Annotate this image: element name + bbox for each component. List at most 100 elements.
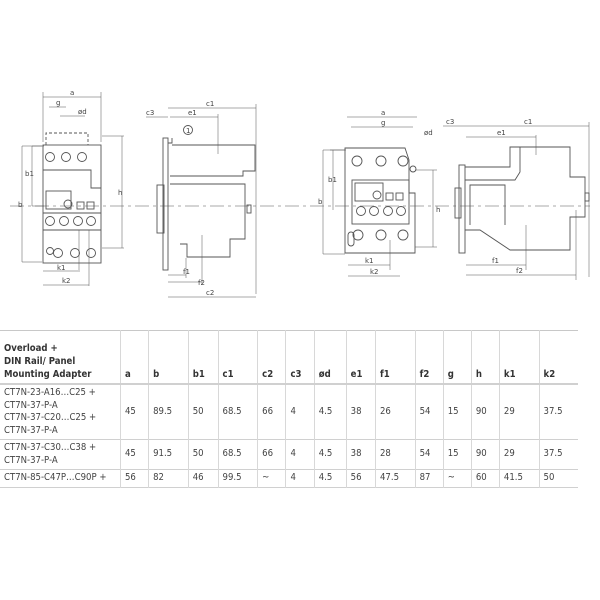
dimension-cell: 4.5 — [313, 384, 347, 440]
column-header-h: h — [470, 330, 500, 384]
dim-label-k1: k1 — [57, 264, 66, 272]
right-side-labels: c3 c1 e1 f1 f2 — [446, 118, 532, 275]
dimension-cell: 56 — [119, 469, 149, 487]
column-header-k2: k2 — [538, 330, 578, 384]
dim-label-d: ød — [78, 108, 87, 116]
dimension-cell: 45 — [119, 384, 149, 440]
dimension-cell: 4 — [285, 439, 315, 470]
dimension-cell: 54 — [414, 439, 444, 470]
product-cell: CT7N-37-C30…C38 + CT7N-37-P-A — [4, 442, 97, 466]
left-front-labels: a g ød b b1 h k1 k2 — [18, 89, 122, 285]
dimension-cell: 15 — [442, 384, 472, 440]
dimension-cell: 4 — [285, 469, 315, 487]
dimension-cell: 26 — [375, 384, 416, 440]
dim-label-c3: c3 — [146, 109, 154, 117]
dimension-cell: 38 — [345, 384, 376, 440]
dimension-cell: 46 — [187, 469, 219, 487]
dimension-cell: 50 — [187, 439, 219, 470]
dimension-cell: 90 — [470, 439, 500, 470]
dim-label-b1: b1 — [328, 176, 337, 184]
column-header-c3: c3 — [285, 330, 315, 384]
dim-label-b1: b1 — [25, 170, 34, 178]
dimension-cell: 37.5 — [538, 439, 578, 470]
dimension-cell: 89.5 — [148, 384, 189, 440]
right-front-labels: a g ød b b1 h k1 k2 — [318, 109, 440, 276]
dim-label-g: g — [56, 99, 60, 107]
column-header-g: g — [442, 330, 472, 384]
table-header-row: Overload + DIN Rail/ Panel Mounting Adap… — [0, 330, 578, 384]
right-side-view — [443, 122, 590, 280]
dimension-cell: 66 — [257, 384, 286, 440]
dim-label-a: a — [70, 89, 74, 97]
dimension-cell: 68.5 — [217, 439, 258, 470]
dimension-cell: 50 — [538, 469, 578, 487]
dim-label-c1: c1 — [524, 118, 532, 126]
product-cell: CT7N-85-C47P…C90P + — [4, 472, 107, 483]
dim-label-h: h — [118, 189, 122, 197]
dimension-cell: 4 — [285, 384, 315, 440]
dimension-cell: 60 — [470, 469, 500, 487]
dim-label-e1: e1 — [497, 129, 506, 137]
dim-label-k2: k2 — [370, 268, 379, 276]
dimension-cell: 47.5 — [375, 469, 416, 487]
dimension-cell: 50 — [187, 384, 219, 440]
dimension-cell: 87 — [414, 469, 444, 487]
column-header-e1: e1 — [345, 330, 376, 384]
column-header-f2: f2 — [414, 330, 444, 384]
column-header-product: Overload + DIN Rail/ Panel Mounting Adap… — [4, 343, 92, 380]
dimension-cell: 56 — [345, 469, 376, 487]
right-front-view — [322, 116, 437, 277]
dimension-cell: 15 — [442, 439, 472, 470]
dimension-cell: 37.5 — [538, 384, 578, 440]
dimension-cell: 41.5 — [498, 469, 540, 487]
product-cell: CT7N-23-A16…C25 + CT7N-37-P-A CT7N-37-C2… — [4, 387, 97, 436]
column-header-c1: c1 — [217, 330, 258, 384]
dimension-cell: 28 — [375, 439, 416, 470]
dim-label-g: g — [381, 119, 385, 127]
dimension-cell: ~ — [442, 469, 472, 487]
dimension-cell: 91.5 — [148, 439, 189, 470]
left-side-labels: c1 c3 e1 1 f1 f2 c2 — [146, 100, 214, 297]
dim-label-c2: c2 — [206, 289, 214, 297]
column-header-a: a — [119, 330, 149, 384]
dimension-cell: 82 — [148, 469, 189, 487]
dimensions-table: Overload + DIN Rail/ Panel Mounting Adap… — [0, 330, 578, 488]
dimension-cell: 99.5 — [217, 469, 258, 487]
dim-label-d: ød — [424, 129, 433, 137]
dim-label-c1: c1 — [206, 100, 214, 108]
left-side-view — [146, 104, 257, 298]
dimension-cell: 38 — [345, 439, 376, 470]
dim-label-b: b — [18, 201, 23, 209]
dimension-cell: 4.5 — [313, 439, 347, 470]
dimension-cell: ~ — [257, 469, 286, 487]
column-header-c2: c2 — [257, 330, 286, 384]
callout-1: 1 — [186, 127, 190, 135]
dimension-cell: 29 — [498, 384, 540, 440]
column-header-b1: b1 — [187, 330, 219, 384]
dim-label-k1: k1 — [365, 257, 374, 265]
dim-label-f1: f1 — [492, 257, 499, 265]
dimension-cell: 68.5 — [217, 384, 258, 440]
table-row: CT7N-23-A16…C25 + CT7N-37-P-A CT7N-37-C2… — [0, 384, 578, 440]
dim-label-f2: f2 — [516, 267, 523, 275]
dimension-cell: 54 — [414, 384, 444, 440]
dimension-cell: 45 — [119, 439, 149, 470]
dimension-cell: 29 — [498, 439, 540, 470]
left-front-view — [21, 92, 124, 286]
dim-label-f1: f1 — [183, 268, 190, 276]
column-header-b: b — [148, 330, 189, 384]
dimension-cell: 4.5 — [313, 469, 347, 487]
column-header-d: ød — [313, 330, 347, 384]
dim-label-c3: c3 — [446, 118, 454, 126]
dimension-cell: 90 — [470, 384, 500, 440]
dimension-cell: 66 — [257, 439, 286, 470]
dim-label-a: a — [381, 109, 385, 117]
dim-label-f2: f2 — [198, 279, 205, 287]
column-header-f1: f1 — [375, 330, 416, 384]
dim-label-k2: k2 — [62, 277, 71, 285]
dimension-drawings: a g ød b b1 h k1 k2 c1 c3 e1 1 f1 f2 c2 … — [10, 89, 590, 298]
column-header-k1: k1 — [498, 330, 540, 384]
dim-label-b: b — [318, 198, 323, 206]
